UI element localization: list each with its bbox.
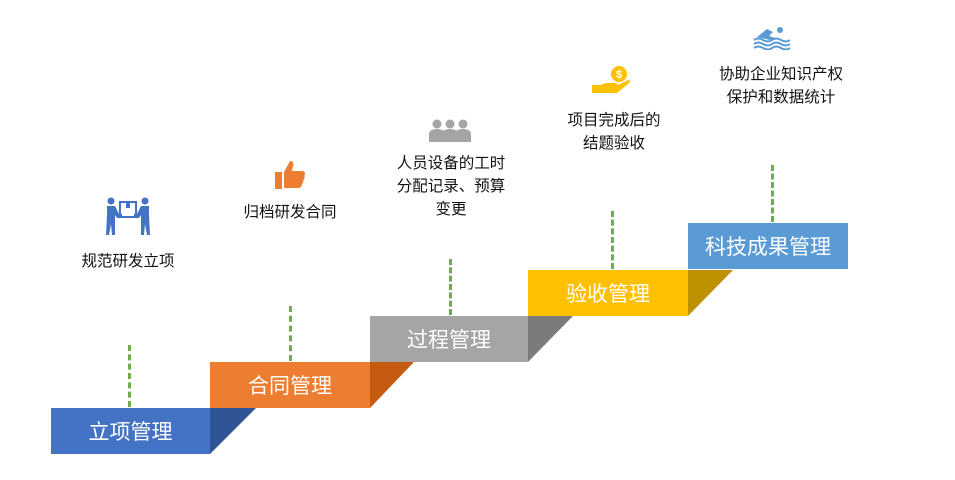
step-5-block: 科技成果管理 (688, 223, 848, 269)
step-5-description: 协助企业知识产权 保护和数据统计 (719, 63, 843, 109)
swimmer-icon (753, 27, 791, 50)
people-carry-box-icon (106, 197, 150, 235)
step-4-block: 验收管理 (528, 270, 688, 316)
step-1-shadow (210, 408, 256, 454)
description-line: 变更 (435, 200, 467, 218)
step-3-block: 过程管理 (370, 316, 528, 362)
step-3-description: 人员设备的工时 分配记录、预算 变更 (397, 152, 506, 221)
step-1-description: 规范研发立项 (81, 250, 174, 273)
step-1-block: 立项管理 (51, 408, 210, 454)
connector-2 (289, 306, 292, 361)
hand-dollar-icon: $ (592, 66, 631, 93)
description-line: 结题验收 (582, 134, 646, 152)
description-line: 归档研发合同 (243, 203, 337, 221)
step-2-description: 归档研发合同 (243, 201, 336, 224)
step-2-block: 合同管理 (210, 362, 370, 408)
connector-5 (771, 165, 774, 222)
connector-3 (449, 259, 452, 315)
svg-text:$: $ (616, 69, 622, 81)
description-line: 保护和数据统计 (726, 88, 836, 106)
step-2-shadow (370, 362, 414, 408)
connector-4 (611, 211, 614, 269)
team-people-icon (429, 119, 471, 142)
description-line: 人员设备的工时 (396, 154, 506, 172)
description-line: 协助企业知识产权 (718, 65, 844, 83)
step-4-shadow (688, 270, 733, 316)
description-line: 分配记录、预算 (396, 177, 506, 195)
description-line: 规范研发立项 (81, 252, 175, 270)
connector-1 (128, 345, 131, 407)
thumbs-up-icon (275, 161, 306, 189)
step-4-description: 项目完成后的 结题验收 (567, 109, 660, 155)
step-3-shadow (528, 316, 573, 362)
description-line: 项目完成后的 (567, 111, 661, 129)
